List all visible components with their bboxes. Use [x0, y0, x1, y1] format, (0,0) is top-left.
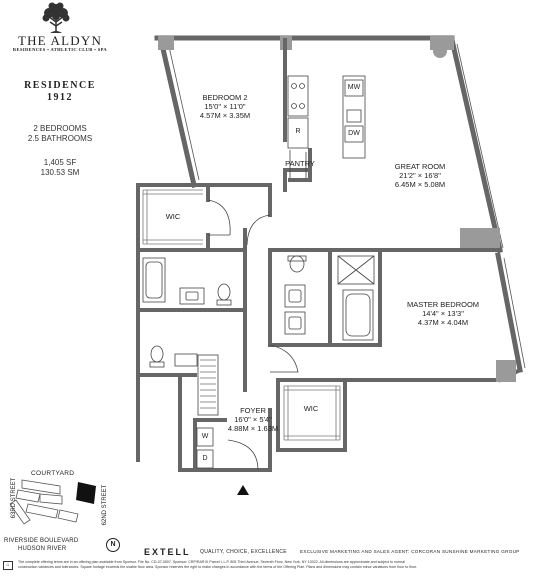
fixtures [142, 44, 447, 471]
washer-label: W [201, 433, 209, 440]
master-bedroom-label: MASTER BEDROOM 14'4" × 13'3" 4.37M × 4.0… [393, 300, 493, 327]
boulevard-label: RIVERSIDE BOULEVARD [4, 538, 79, 544]
developer-tagline: QUALITY, CHOICE, EXCELLENCE [200, 549, 287, 555]
room-dim-metric: 4.57M × 3.35M [199, 111, 251, 120]
entry-arrow-icon [237, 485, 249, 495]
room-name: FOYER [240, 406, 266, 415]
marketing-agent: EXCLUSIVE MARKETING AND SALES AGENT: COR… [300, 549, 520, 554]
pantry-label: PANTRY [285, 159, 315, 168]
room-dim-metric: 4.88M × 1.63M [227, 424, 279, 433]
great-room-label: GREAT ROOM 21'2" × 16'8" 6.45M × 5.08M [380, 162, 460, 189]
wic-label-master: WIC [303, 404, 319, 413]
courtyard-label: COURTYARD [31, 470, 75, 477]
refrigerator-label: R [295, 128, 301, 135]
windows [167, 41, 526, 369]
microwave-label: MW [347, 84, 361, 91]
room-dim-metric: 4.37M × 4.04M [417, 318, 469, 327]
area-square-meters: 130.53 SM [40, 168, 80, 177]
dryer-label: D [202, 455, 208, 462]
room-dim-imperial: 21'2" × 16'8" [399, 171, 441, 180]
foyer-label: FOYER 16'0" × 5'4" 4.88M × 1.63M [218, 406, 288, 433]
room-dim-imperial: 15'0" × 11'0" [204, 102, 246, 111]
bedroom-count: 2 BEDROOMS [33, 124, 87, 133]
room-name: BEDROOM 2 [202, 93, 248, 102]
brand-name: THE ALDYN [17, 33, 103, 48]
legal-text-line-1: The complete offering terms are in an of… [18, 560, 406, 564]
room-dim-metric: 6.45M × 5.08M [394, 180, 446, 189]
wic-label-bedroom2: WIC [165, 212, 181, 221]
equal-housing-icon: ⌂ [3, 561, 13, 570]
bathroom-count: 2.5 BATHROOMS [27, 134, 93, 143]
street-63-label: 63RD STREET [11, 477, 17, 519]
north-compass-icon: N [106, 538, 120, 552]
brand-tagline: RESIDENCES • ATHLETIC CLUB • SPA [12, 47, 108, 52]
street-62-label: 62ND STREET [102, 484, 108, 526]
tree-logo-icon [42, 2, 70, 33]
river-label: HUDSON RIVER [18, 546, 67, 552]
exterior-walls [154, 35, 523, 373]
dishwasher-label: DW [348, 130, 360, 137]
residence-label: RESIDENCE [24, 80, 96, 91]
unit-location-marker [76, 482, 96, 504]
interior-walls [136, 36, 523, 472]
residence-number: 1912 [47, 92, 73, 103]
residence-title: RESIDENCE 1912 [0, 80, 120, 104]
developer-logo: EXTELL [144, 547, 191, 557]
room-name: GREAT ROOM [394, 162, 446, 171]
room-name: MASTER BEDROOM [406, 300, 480, 309]
area-square-feet: 1,405 SF [43, 158, 77, 167]
key-plan-map [9, 479, 96, 525]
room-dim-imperial: 14'4" × 13'3" [422, 309, 464, 318]
room-dim-imperial: 16'0" × 5'4" [234, 415, 272, 424]
bedroom-2-label: BEDROOM 2 15'0" × 11'0" 4.57M × 3.35M [185, 93, 265, 120]
legal-text-line-2: construction variances and tolerances. S… [18, 565, 418, 569]
